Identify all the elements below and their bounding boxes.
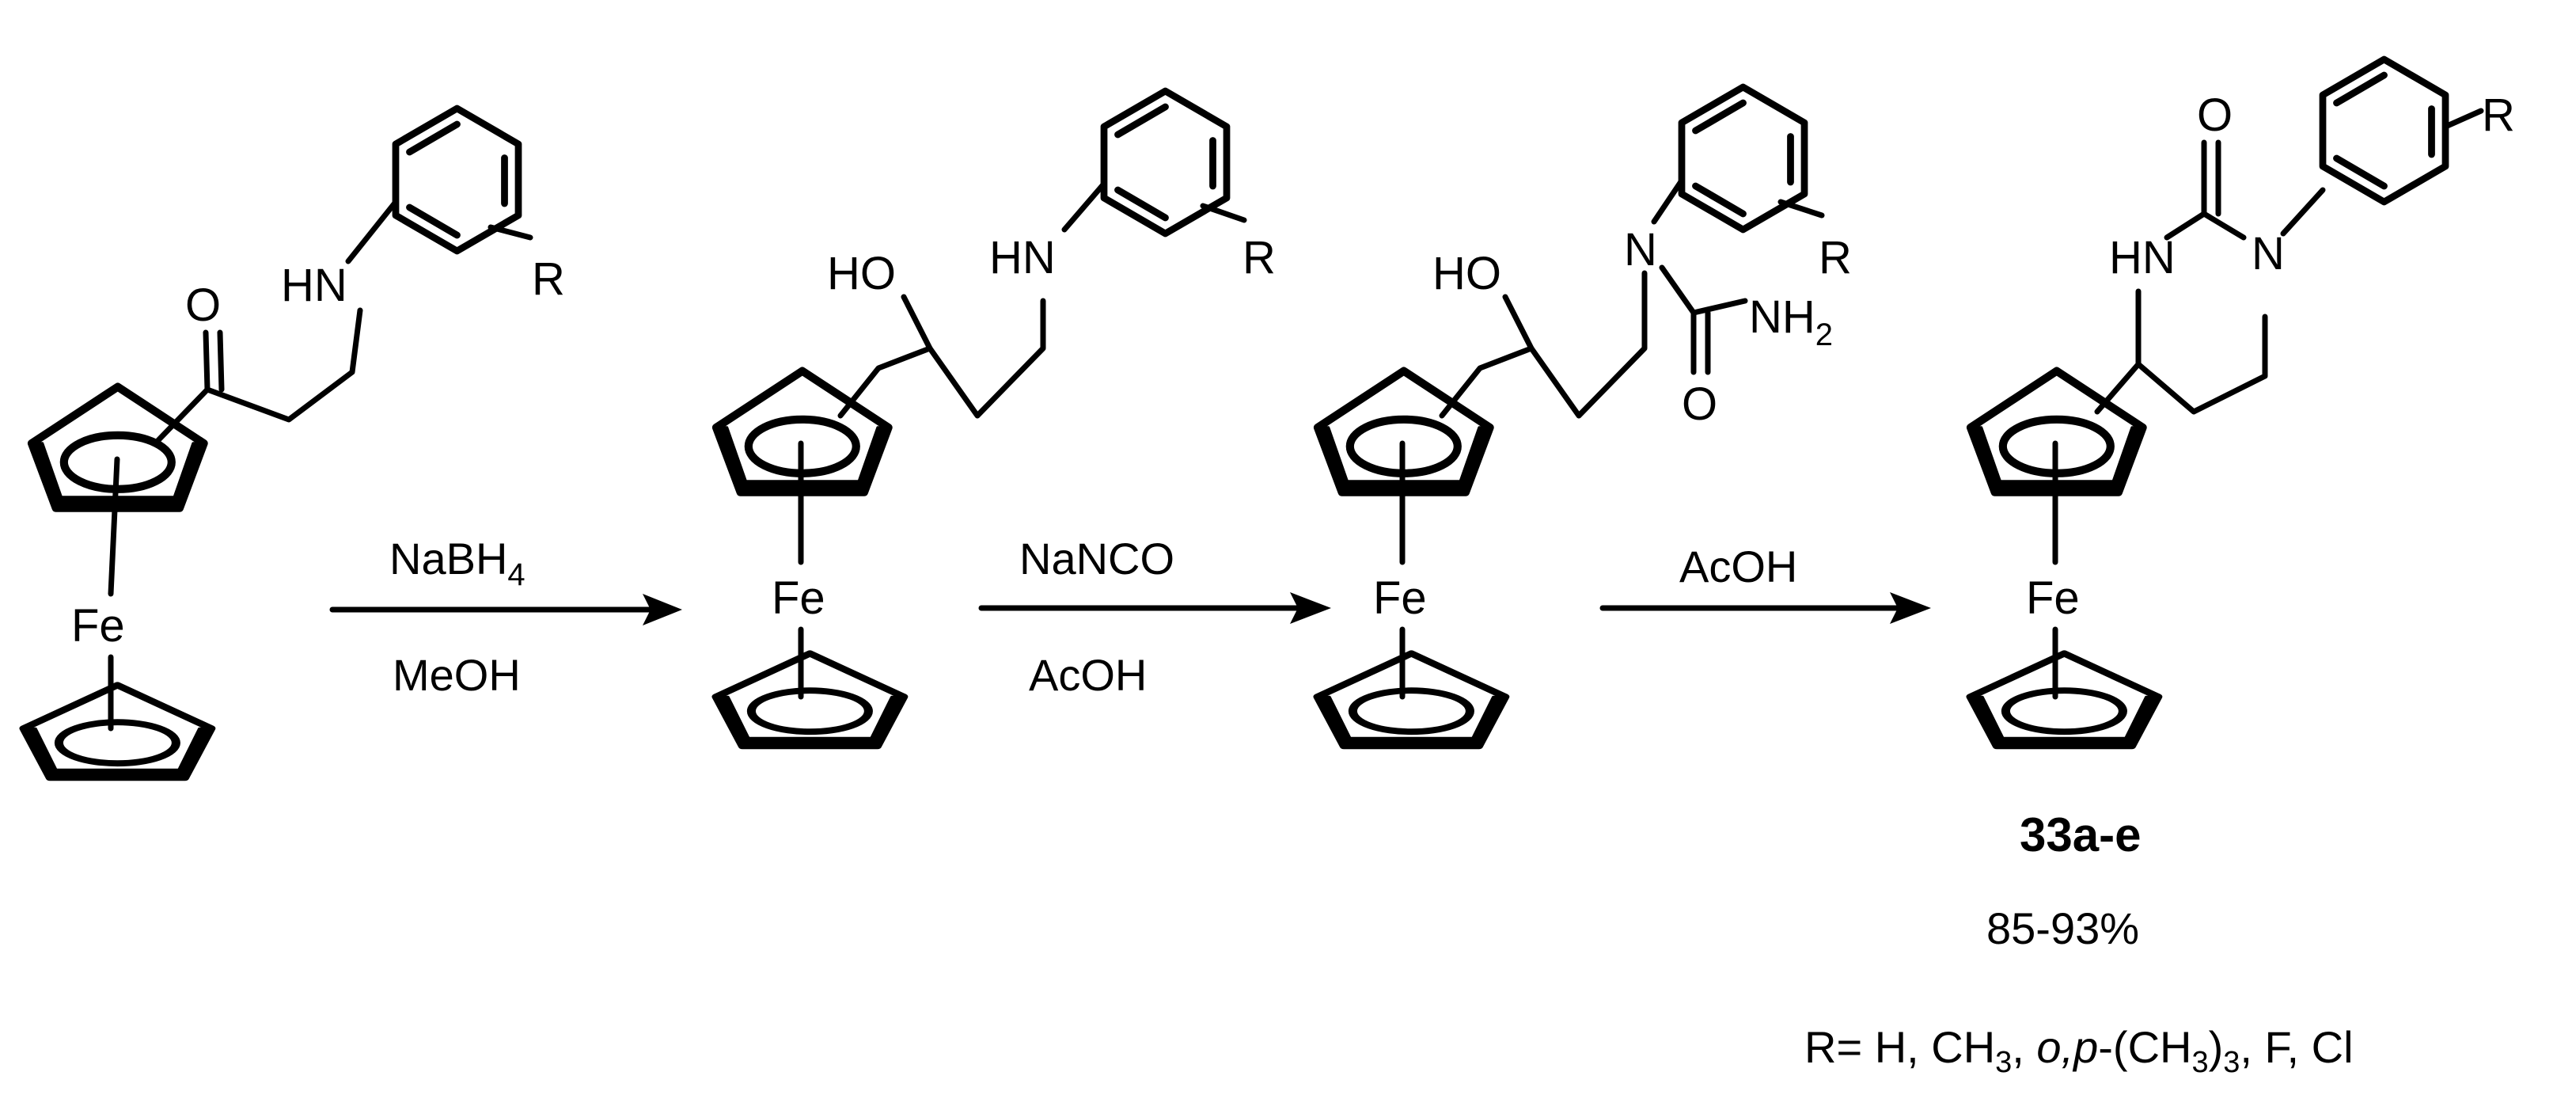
aryl-ring <box>1682 87 1804 230</box>
iron-atom: Fe <box>71 600 125 652</box>
hydroxy-group: HO <box>1432 248 1501 299</box>
reaction-arrow-3: AcOH <box>1599 542 1931 624</box>
hydroxy-bond <box>1502 294 1535 352</box>
side-chain <box>837 298 1046 419</box>
lower-cp-ring <box>1318 653 1505 746</box>
ring-bond-c-n2 <box>2201 211 2247 241</box>
side-chain <box>155 307 363 443</box>
oxo-atom: O <box>185 279 221 331</box>
step-1-solvent: MeOH <box>393 650 521 700</box>
reaction-arrow-1: NaBH4 MeOH <box>329 534 682 700</box>
ferrocene-unit: Fe <box>716 371 904 747</box>
oxo-atom: O <box>1682 378 1717 430</box>
amino-group: NH2 <box>1749 291 1833 352</box>
r-bond <box>1200 203 1247 223</box>
n-aryl-bond <box>2280 187 2326 237</box>
urea-bond <box>1659 264 1697 316</box>
urea-nh2-bond <box>1690 298 1748 316</box>
ferrocene-unit: Fe <box>1318 371 1505 747</box>
oxo-atom: O <box>2197 89 2233 141</box>
n-aryl-bond <box>1651 177 1685 225</box>
ring-bond-n-c <box>2164 211 2207 241</box>
aryl-ring <box>1104 91 1227 234</box>
step-1-reagent: NaBH4 <box>389 534 525 592</box>
iron-atom: Fe <box>2026 572 2080 624</box>
step-2-solvent: AcOH <box>1029 650 1147 700</box>
reaction-arrow-2: NaNCO AcOH <box>978 534 1331 700</box>
compound-3: Fe HO N R O NH2 <box>1318 87 1852 746</box>
compound-1: Fe O HN R <box>24 108 565 777</box>
arrow-head <box>1890 592 1931 624</box>
nh-atom: HN <box>2109 232 2176 283</box>
lower-cp-ring <box>1971 653 2158 746</box>
step-2-reagent: NaNCO <box>1019 534 1174 584</box>
ferrocene-unit: Fe <box>24 387 211 778</box>
n-aryl-bond <box>345 199 399 264</box>
r-group: R <box>2482 89 2515 141</box>
ferrocene-unit: Fe <box>1971 371 2158 747</box>
hydroxy-group: HO <box>827 248 896 299</box>
lower-cp-ring <box>716 653 904 746</box>
nh-atom: HN <box>281 260 347 311</box>
r-group: R <box>1242 232 1276 283</box>
arrow-head <box>1290 592 1331 624</box>
n-aryl-bond <box>1061 181 1107 233</box>
hydroxy-bond <box>901 294 933 352</box>
step-3-reagent: AcOH <box>1679 542 1797 591</box>
n-atom: N <box>2252 228 2285 279</box>
iron-atom: Fe <box>1373 572 1427 624</box>
nh-atom: HN <box>989 232 1056 283</box>
iron-atom: Fe <box>772 572 825 624</box>
ring-bonds <box>2094 314 2268 415</box>
r-bond <box>1777 199 1825 219</box>
carbonyl-bond <box>203 329 211 393</box>
aryl-ring <box>2323 59 2445 202</box>
r-bond <box>488 224 533 241</box>
r-bond <box>2442 108 2484 130</box>
carbonyl-bond-2 <box>217 329 225 393</box>
r-group: R <box>532 253 565 305</box>
r-group: R <box>1819 232 1852 283</box>
lower-cp-ring <box>24 685 211 777</box>
arrow-head <box>643 594 682 625</box>
compound-4-product: Fe O HN N R <box>1971 59 2515 746</box>
n-atom: N <box>1624 224 1657 276</box>
fe-cp-bond-upper <box>108 456 120 597</box>
side-chain <box>1439 270 1648 419</box>
compound-2: Fe HO HN R <box>716 91 1276 746</box>
